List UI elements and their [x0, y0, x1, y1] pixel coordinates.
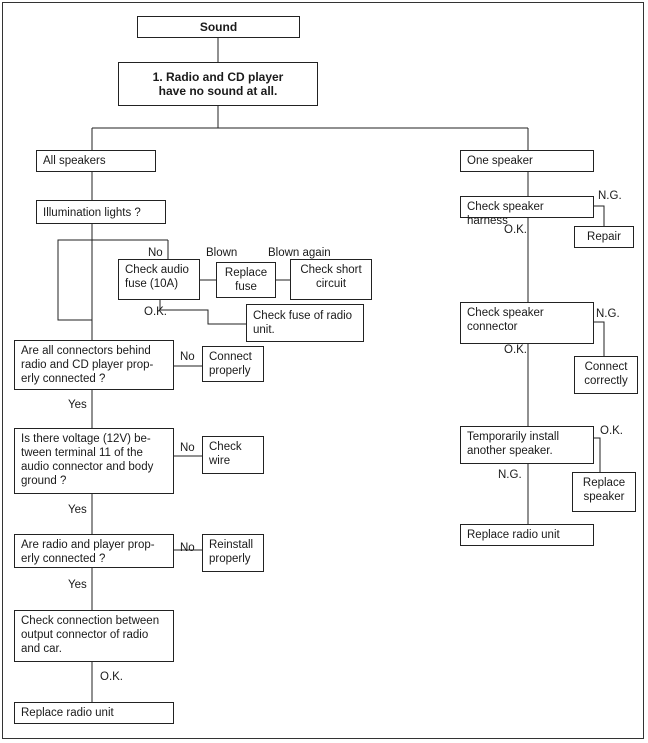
- label-ng-connector: N.G.: [596, 308, 620, 320]
- line-harness-ng: [594, 205, 605, 226]
- label-yes-connectors: Yes: [68, 399, 87, 411]
- sound-box: Sound: [137, 16, 300, 38]
- replace-radio-unit-left-box: Replace radio unit: [14, 702, 174, 724]
- check-audio-fuse-box: Check audio fuse (10A): [118, 259, 200, 300]
- check-speaker-harness-box: Check speaker harness: [460, 196, 594, 227]
- check-wire-box: Check wire: [202, 436, 264, 474]
- line-connector-ng: [594, 321, 605, 356]
- label-ok-check: O.K.: [100, 671, 124, 683]
- label-yes-radio: Yes: [68, 579, 87, 591]
- label-ng-harness: N.G.: [598, 190, 622, 202]
- radio-player-question-box: Are radio and player prop- erly connecte…: [14, 534, 174, 568]
- all-speakers-box: All speakers: [36, 150, 156, 172]
- label-ok-connector: O.K.: [504, 344, 528, 356]
- illumination-box: Illumination lights ?: [36, 200, 166, 224]
- label-ok-illum: O.K.: [144, 306, 168, 318]
- label-blown: Blown: [206, 247, 238, 259]
- line-no-loop: [57, 239, 168, 321]
- connectors-question-box: Are all connectors behind radio and CD p…: [14, 340, 174, 390]
- label-blown-again: Blown again: [268, 247, 331, 259]
- label-ok-temp: O.K.: [600, 425, 624, 437]
- check-speaker-connector-box: Check speaker connector: [460, 302, 594, 344]
- line-fuse-ok: [159, 300, 246, 325]
- connect-properly-box: Connect properly: [202, 346, 264, 382]
- label-yes-voltage: Yes: [68, 504, 87, 516]
- label-no-voltage: No: [180, 442, 195, 454]
- line-temp-ok: [594, 437, 601, 472]
- one-speaker-box: One speaker: [460, 150, 594, 172]
- reinstall-properly-box: Reinstall properly: [202, 534, 264, 572]
- check-short-circuit-box: Check short circuit: [290, 259, 372, 300]
- label-no-illum: No: [148, 247, 163, 259]
- no-sound-box: 1. Radio and CD player have no sound at …: [118, 62, 318, 106]
- replace-fuse-box: Replace fuse: [216, 262, 276, 298]
- temporarily-install-box: Temporarily install another speaker.: [460, 426, 594, 464]
- label-ok-harness: O.K.: [504, 224, 528, 236]
- label-ng-temp: N.G.: [498, 469, 522, 481]
- replace-speaker-box: Replace speaker: [572, 472, 636, 512]
- repair-box: Repair: [574, 226, 634, 248]
- label-no-radio: No: [180, 542, 195, 554]
- voltage-question-box: Is there voltage (12V) be- tween termina…: [14, 428, 174, 494]
- check-fuse-radio-box: Check fuse of radio unit.: [246, 304, 364, 342]
- check-connection-box: Check connection between output connecto…: [14, 610, 174, 662]
- replace-radio-unit-right-box: Replace radio unit: [460, 524, 594, 546]
- label-no-connectors: No: [180, 351, 195, 363]
- connect-correctly-box: Connect correctly: [574, 356, 638, 394]
